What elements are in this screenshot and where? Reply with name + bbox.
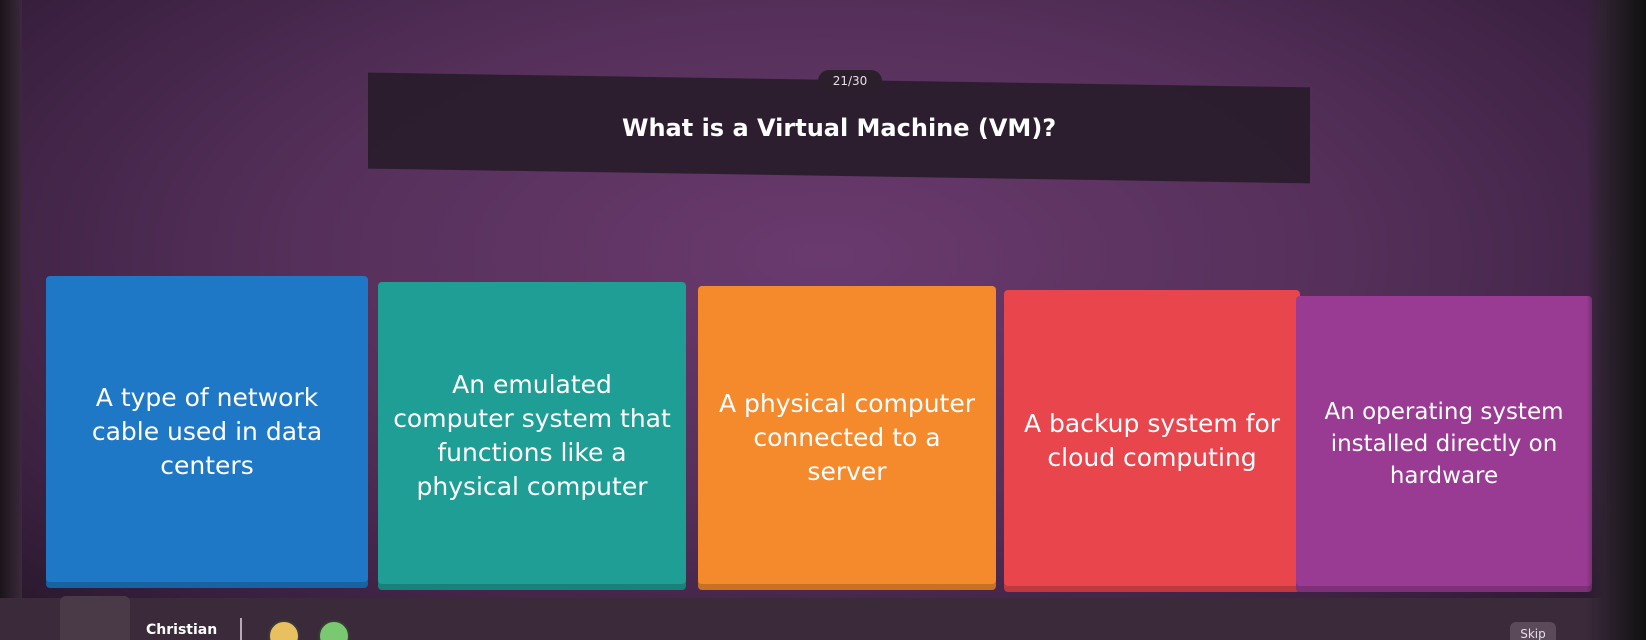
player-bar-left-tab bbox=[60, 596, 130, 640]
answer-option-5-label: An operating system installed directly o… bbox=[1324, 399, 1564, 489]
monitor-bezel-right bbox=[1586, 0, 1646, 640]
answer-option-3-label: A physical computer connected to a serve… bbox=[718, 389, 976, 486]
monitor-bezel-left bbox=[0, 0, 22, 640]
answer-option-3[interactable]: A physical computer connected to a serve… bbox=[698, 286, 996, 590]
answer-option-1-label: A type of network cable used in data cen… bbox=[91, 383, 323, 480]
powerup-icon[interactable] bbox=[268, 620, 300, 640]
answer-option-4[interactable]: A backup system for cloud computing bbox=[1004, 290, 1300, 592]
answer-option-1[interactable]: A type of network cable used in data cen… bbox=[46, 276, 368, 588]
player-bar bbox=[0, 598, 1646, 640]
skip-button[interactable]: Skip bbox=[1510, 622, 1556, 640]
player-name: Christian bbox=[146, 622, 218, 638]
question-counter: 21/30 bbox=[818, 70, 882, 92]
answer-option-2[interactable]: An emulated computer system that functio… bbox=[378, 282, 686, 590]
powerup-icon[interactable] bbox=[318, 620, 350, 640]
answer-option-4-label: A backup system for cloud computing bbox=[1023, 409, 1281, 472]
answer-option-2-label: An emulated computer system that functio… bbox=[393, 370, 671, 501]
question-text: What is a Virtual Machine (VM)? bbox=[621, 113, 1057, 142]
player-name-divider bbox=[240, 618, 242, 640]
answer-option-5[interactable]: An operating system installed directly o… bbox=[1296, 296, 1592, 592]
